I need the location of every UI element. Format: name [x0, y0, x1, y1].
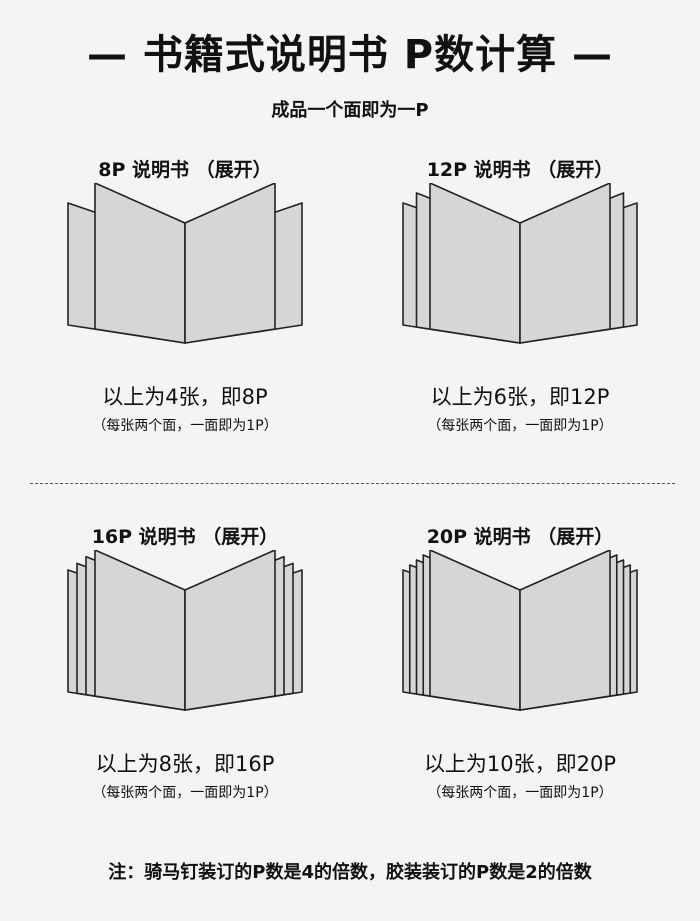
- book-page-right: [184, 183, 276, 344]
- book-page-left: [429, 550, 521, 711]
- sheet-count-text: 以上为10张，即20P: [423, 752, 617, 776]
- book-page-right: [519, 550, 611, 711]
- section-divider: [30, 483, 675, 484]
- panel-8p: 8P 说明书 （展开） 以上为4张，即8P （每张两个面，一面即为1P）: [15, 155, 355, 435]
- sheet-note-text: （每张两个面，一面即为1P）: [92, 418, 278, 434]
- panel-16p: 16P 说明书 （展开） 以上为8张，即16P （每张两个面，一面即为1P）: [15, 522, 355, 802]
- panel-title: 12P 说明书 （展开）: [426, 159, 614, 181]
- sheet-count-text: 以上为6张，即12P: [430, 385, 610, 409]
- book-illustration: [67, 550, 303, 711]
- panel-title: 20P 说明书 （展开）: [426, 526, 614, 548]
- book-illustration: [402, 550, 638, 711]
- book-page-right: [184, 550, 276, 711]
- book-illustration: [402, 183, 638, 344]
- sheet-note-text: （每张两个面，一面即为1P）: [427, 785, 613, 801]
- book-page-right: [519, 183, 611, 344]
- panel-title: 16P 说明书 （展开）: [91, 526, 279, 548]
- panel-20p: 20P 说明书 （展开） 以上为10张，即20P （每张两个面，一面即为1P）: [350, 522, 690, 802]
- book-illustration: [67, 183, 303, 344]
- book-page-left: [429, 183, 521, 344]
- panel-title: 8P 说明书 （展开）: [98, 159, 272, 181]
- sheet-note-text: （每张两个面，一面即为1P）: [92, 785, 278, 801]
- book-page-left: [94, 183, 186, 344]
- sheet-note-text: （每张两个面，一面即为1P）: [427, 418, 613, 434]
- sheet-count-text: 以上为8张，即16P: [95, 752, 275, 776]
- page-title: — 书籍式说明书 P数计算 —: [86, 32, 614, 78]
- sheet-count-text: 以上为4张，即8P: [102, 385, 268, 409]
- panel-12p: 12P 说明书 （展开） 以上为6张，即12P （每张两个面，一面即为1P）: [350, 155, 690, 435]
- page-subtitle: 成品一个面即为一P: [271, 100, 429, 121]
- book-page-left: [94, 550, 186, 711]
- footer-note: 注：骑马钉装订的P数是4的倍数，胶装装订的P数是2的倍数: [108, 862, 592, 883]
